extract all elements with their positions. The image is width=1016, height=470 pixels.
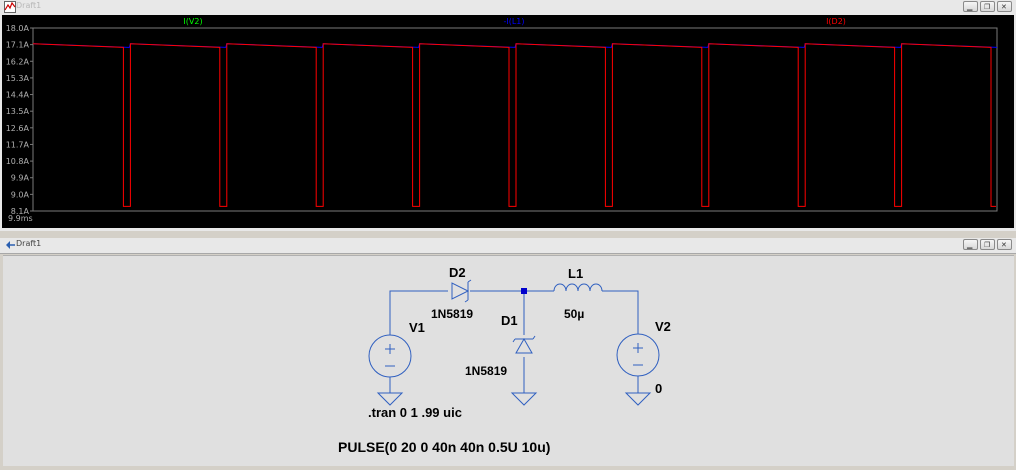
tran-directive[interactable]: .tran 0 1 .99 uic (368, 405, 462, 420)
d1-diode-symbol[interactable] (512, 335, 536, 354)
ground-symbol-v1 (376, 392, 404, 406)
d2-diode-symbol[interactable] (451, 279, 472, 303)
d1-label: D1 (501, 313, 518, 328)
trace-label[interactable]: I(V2) (183, 17, 202, 26)
close-button[interactable]: ✕ (997, 1, 1012, 12)
minimize-icon: ▁ (967, 241, 973, 249)
waveform-icon (4, 1, 16, 13)
waveform-window: Draft1 ▁ ❐ ✕ 18.0A 17.1A 16.2A 15.3A 14.4A 13… (0, 0, 1016, 231)
schematic-titlebar[interactable]: Draft1 ▁ ❐ ✕ (0, 238, 1016, 254)
y-tick-label: 18.0A (6, 24, 30, 33)
junction-dot (521, 288, 527, 294)
y-tick-label: 15.3A (6, 74, 30, 83)
d1-model-label: 1N5819 (465, 364, 507, 378)
y-tick-label: 16.2A (6, 57, 30, 66)
restore-icon: ❐ (984, 3, 991, 11)
v2-value-label: 0 (655, 381, 662, 396)
y-tick-label: 11.7A (6, 140, 30, 149)
restore-button[interactable]: ❐ (980, 1, 995, 12)
trace-label[interactable]: -I(L1) (503, 17, 524, 26)
trace-i-d2[interactable] (32, 43, 996, 207)
y-tick-label: 8.1A (11, 207, 30, 216)
schematic-drawing: D2 1N5819 D1 1N5819 L1 50µ V1 V2 0 .tran… (338, 265, 671, 455)
waveform-plot[interactable]: 18.0A 17.1A 16.2A 15.3A 14.4A 13.5A 12.6A 11.7A… (2, 15, 1014, 228)
trace-label[interactable]: I(D2) (826, 17, 846, 26)
schematic-title: Draft1 (16, 239, 42, 248)
restore-icon: ❐ (984, 241, 991, 249)
minimize-icon: ▁ (967, 3, 973, 11)
d2-model-label: 1N5819 (431, 307, 473, 321)
wire-l1-v2[interactable] (606, 290, 639, 334)
plot-area[interactable]: 18.0A 17.1A 16.2A 15.3A 14.4A 13.5A 12.6A 11.7A… (2, 15, 1014, 228)
y-tick-label: 14.4A (6, 91, 30, 100)
schematic-canvas[interactable]: D2 1N5819 D1 1N5819 L1 50µ V1 V2 0 .tran… (3, 255, 1014, 466)
ground-symbol-d1 (510, 392, 538, 406)
v1-label: V1 (409, 320, 425, 335)
v1-source-value[interactable]: PULSE(0 20 0 40n 40n 0.5U 10u) (338, 439, 550, 455)
v1-source-symbol[interactable] (368, 334, 412, 378)
l1-label: L1 (568, 266, 583, 281)
minimize-button[interactable]: ▁ (963, 1, 978, 12)
y-tick-label: 12.6A (6, 124, 30, 133)
y-tick-label: 10.8A (6, 157, 30, 166)
y-tick-label: 9.9A (11, 174, 30, 183)
d2-label: D2 (449, 265, 466, 280)
schematic-restore-button[interactable]: ❐ (980, 239, 995, 250)
ground-symbol-v2 (624, 392, 652, 406)
y-tick-label: 17.1A (6, 41, 30, 50)
waveform-titlebar[interactable]: Draft1 ▁ ❐ ✕ (0, 0, 1016, 14)
schematic-icon (6, 241, 15, 249)
l1-inductor-symbol[interactable] (548, 283, 606, 292)
wire-v1-d2[interactable] (389, 290, 448, 335)
y-tick-label: 13.5A (6, 107, 30, 116)
schematic-window: Draft1 ▁ ❐ ✕ (0, 238, 1016, 466)
close-icon: ✕ (1001, 241, 1007, 249)
v2-source-symbol[interactable] (616, 333, 660, 377)
plot-frame (32, 27, 998, 212)
schematic-close-button[interactable]: ✕ (997, 239, 1012, 250)
v2-label: V2 (655, 319, 671, 334)
x-tick-label: 9.9ms (8, 214, 33, 223)
l1-value-label: 50µ (564, 307, 584, 321)
close-icon: ✕ (1001, 3, 1007, 11)
y-tick-label: 9.0A (11, 190, 30, 199)
waveform-title: Draft1 (16, 1, 42, 10)
schematic-minimize-button[interactable]: ▁ (963, 239, 978, 250)
